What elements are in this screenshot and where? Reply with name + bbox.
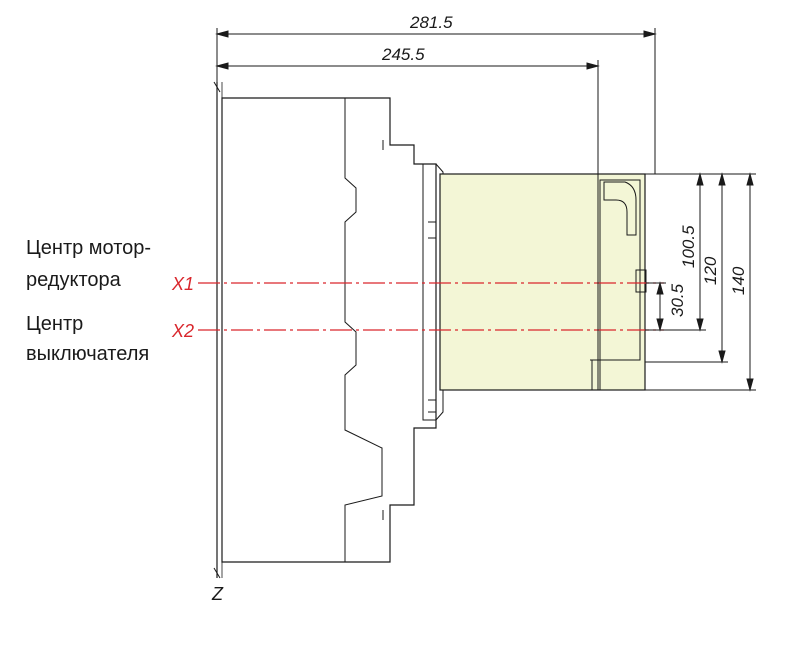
dim-body-length: 245.5	[381, 45, 425, 64]
dim-height-100-5: 100.5	[679, 225, 698, 268]
axis-x1-label: X1	[171, 274, 194, 294]
switch-center-label-line1: Центр	[26, 313, 84, 335]
dim-height-140: 140	[729, 266, 748, 295]
motor-center-label-line2: редуктора	[26, 269, 121, 291]
motor-center-label-line1: Центр мотор-	[26, 237, 152, 259]
flange	[422, 163, 444, 421]
axis-z-label: Z	[211, 584, 224, 604]
switch-body-profile	[344, 98, 383, 562]
axis-x2-label: X2	[171, 321, 194, 341]
switch-body-outline	[221, 97, 437, 563]
dim-overall-length: 281.5	[409, 13, 453, 32]
switch-center-label-line2: выключателя	[26, 343, 150, 365]
dim-offset-30-5: 30.5	[668, 283, 687, 317]
motor-reducer-body	[439, 173, 646, 391]
dim-height-120: 120	[701, 256, 720, 285]
